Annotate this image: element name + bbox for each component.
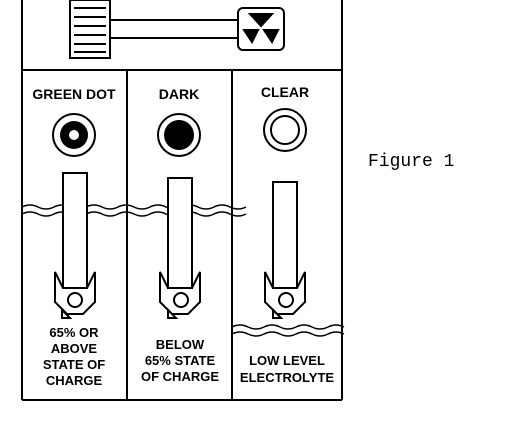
diagram-frame bbox=[21, 0, 343, 401]
caption-green-dot: 65% OR ABOVE STATE OF CHARGE bbox=[43, 325, 105, 388]
indicator-label-green-dot: GREEN DOT bbox=[32, 86, 116, 102]
caption-line: CHARGE bbox=[46, 373, 103, 388]
hydrometer-assembly-icon bbox=[69, 0, 285, 59]
clear-indicator-icon bbox=[263, 108, 307, 152]
green-dot-indicator-icon bbox=[52, 113, 96, 157]
figure-label: Figure 1 bbox=[368, 152, 454, 172]
hydrometer-probe-icon bbox=[159, 177, 201, 319]
hydrometer-probe-icon bbox=[54, 172, 96, 319]
caption-clear: LOW LEVEL ELECTROLYTE bbox=[240, 353, 334, 385]
hydrometer-probe-icon bbox=[264, 181, 306, 319]
dark-indicator-icon bbox=[157, 113, 201, 157]
caption-line: 65% STATE bbox=[145, 353, 216, 368]
caption-line: ELECTROLYTE bbox=[240, 370, 334, 385]
caption-line: BELOW bbox=[156, 337, 205, 352]
caption-dark: BELOW 65% STATE OF CHARGE bbox=[141, 337, 219, 384]
caption-line: 65% OR bbox=[49, 325, 99, 340]
caption-line: LOW LEVEL bbox=[249, 353, 325, 368]
caption-line: STATE OF bbox=[43, 357, 105, 372]
indicator-label-dark: DARK bbox=[159, 86, 199, 102]
caption-line: ABOVE bbox=[51, 341, 98, 356]
indicator-label-clear: CLEAR bbox=[261, 84, 309, 100]
caption-line: OF CHARGE bbox=[141, 369, 219, 384]
electrolyte-level-lines bbox=[21, 204, 345, 337]
